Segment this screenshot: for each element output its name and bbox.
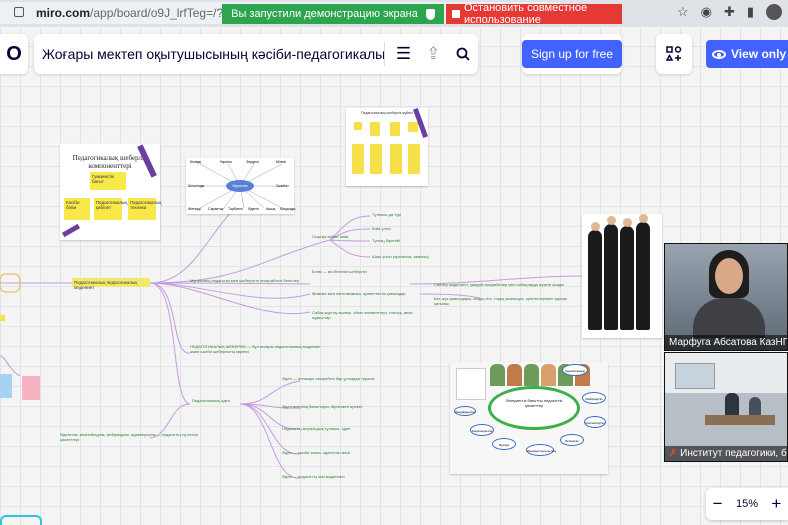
signup-container: Sign up for free	[521, 34, 623, 74]
branch-node[interactable]: Әдептілік, кішіпейілділік, мейірімділік,…	[60, 432, 199, 442]
sticky-note[interactable]	[22, 376, 40, 400]
branch-node[interactable]: Мұғалімнің педагогтік мен шеберлігін аны…	[190, 278, 300, 283]
participant-body	[693, 298, 765, 338]
export-icon[interactable]: ⇪	[426, 44, 441, 63]
participant-face	[715, 258, 743, 294]
branch-node[interactable]: Әдеп — кәсіби этика, әдептілік негізі	[282, 450, 351, 455]
divider	[383, 42, 385, 66]
branch-node[interactable]: Әдеп өнерінің бағыттары, бірлескен әреке…	[282, 404, 363, 409]
image-qualities-scheme[interactable]: Әлеуметтік бағытты педагогтік қасиеттер …	[450, 362, 608, 474]
mindmap-connectors	[0, 187, 586, 479]
branch-node[interactable]: Бет-жүз қимылдары, көздің тілі, тілдің ж…	[434, 296, 568, 306]
mic-muted-icon: ✗	[669, 448, 678, 459]
menu-icon[interactable]: ☰	[395, 44, 412, 63]
zoom-out-button[interactable]: −	[712, 494, 723, 513]
lock-icon	[14, 7, 24, 17]
sidebar-icon[interactable]: ▮	[746, 4, 754, 19]
url-path: /app/board/o9J_lrfTeg=/?m	[90, 6, 234, 20]
branch-node[interactable]: Педагогтің моральдық тұлғасы, әдеп	[282, 426, 351, 431]
branch-node[interactable]: Тұлғасы да түрі	[372, 212, 402, 217]
url-host: miro.com	[36, 6, 91, 20]
profile-avatar[interactable]	[766, 4, 782, 20]
participant-name: ✗ Институт педагогики, бизнес...	[665, 446, 787, 461]
branch-node[interactable]: ПЕДАГОГИКАЛЫҚ ШЕБЕРЛІК — бұл жоғары педа…	[190, 344, 321, 354]
card2-title: Педагогикалық шеберлік жүйесі	[361, 111, 413, 115]
stop-sharing-label: Остановить совместное использование	[464, 2, 588, 26]
puzzle-icon[interactable]: ✚	[723, 4, 735, 19]
branch-node[interactable]: Әдеп — педагогтің ішкі мәдениеті	[282, 474, 345, 479]
image-teachers[interactable]	[582, 214, 662, 338]
browser-extension-icons: ☆ ◉ ✚ ▮	[677, 4, 782, 20]
card-skill-system[interactable]: Педагогикалық шеберлік жүйесі	[346, 108, 428, 186]
branch-node[interactable]: Сөйлеу мәдениеті, қандай тәжірибелер мен…	[434, 282, 564, 287]
participant-video-1[interactable]: Марфуга Абсатова КазНПУ им...	[664, 243, 788, 351]
zoom-in-button[interactable]: +	[771, 494, 782, 513]
branch-node[interactable]: Мимика мен пантомимика, әрекеттестік қим…	[312, 291, 406, 296]
branch-node[interactable]: Сабақ жүргізу мәнері, ойын элементтері, …	[312, 310, 413, 320]
branch-node[interactable]: Киім үлгісі	[372, 226, 391, 231]
apps-button[interactable]	[656, 34, 692, 74]
board-header: Жоғары мектеп оқытушысының кәсіби-педаго…	[34, 34, 478, 74]
branch-node[interactable]: Түсінің бірегейі	[372, 238, 401, 243]
card1-box-2: Кәсіби білім	[64, 198, 90, 220]
branch-node[interactable]: Әдеп — алғашқы тәжірибесі бар ұстаздар т…	[282, 376, 375, 381]
card1-box-3: Педагогикалық қабілет	[94, 198, 127, 220]
miro-logo[interactable]: O	[0, 34, 28, 74]
branch-node[interactable]: Педагогикалық әдеп	[192, 398, 230, 403]
board-title[interactable]: Жоғары мектеп оқытушысының кәсіби-педаго…	[42, 46, 384, 62]
diagram-lines	[199, 163, 283, 209]
browser-toolbar: miro.com/app/board/o9J_lrfTeg=/?m Вы зап…	[0, 0, 788, 26]
stop-sharing-button[interactable]: Остановить совместное использование	[446, 2, 622, 26]
extension-icon[interactable]: ◉	[700, 4, 712, 19]
signup-button[interactable]: Sign up for free	[521, 40, 623, 68]
scheme-center: Әлеуметтік бағытты педагогтік қасиеттер	[505, 398, 563, 408]
center-node[interactable]: Педагогикалық педагогикалық мәдениет	[72, 278, 150, 290]
frames-panel-tab[interactable]	[0, 515, 42, 525]
screen-share-banner: Вы запустили демонстрацию экрана	[222, 4, 444, 24]
view-only-label: View only	[731, 47, 787, 61]
view-only-button[interactable]: View only	[706, 40, 788, 68]
branch-node[interactable]: Сыртқы кейіпі: киімі	[312, 234, 349, 239]
board-canvas[interactable]: Педагогикалық педагогикалық мәдениет Пед…	[0, 26, 788, 525]
diagram-center: Мұғалім	[232, 183, 248, 188]
search-icon[interactable]	[448, 39, 478, 69]
children-illustration	[456, 368, 486, 400]
branch-node[interactable]: Білім — өзі білгенін шеберлігі	[312, 269, 367, 274]
pencil-icon	[61, 223, 81, 238]
zoom-level: 15%	[735, 498, 758, 510]
sticky-note[interactable]	[0, 374, 12, 398]
branch-node[interactable]: Шаш үлгісі (прическа, заманы)	[372, 254, 429, 259]
card1-title: Педагогикалық шеберлік компоненттері	[72, 154, 148, 170]
card1-box-4: Педагогикалық техника	[128, 198, 161, 220]
eye-icon	[712, 49, 726, 59]
card1-box-1: Гуманистік бағыт	[90, 172, 126, 190]
participant-video-2[interactable]: ✗ Институт педагогики, бизнес...	[664, 352, 788, 462]
apps-icon	[666, 46, 682, 61]
card-skill-components[interactable]: Педагогикалық шеберлік компоненттері Гум…	[60, 144, 161, 240]
star-icon[interactable]: ☆	[676, 4, 689, 19]
card-teacher-diagram[interactable]: Мұғалім Білімді Ұқыпты Зерделі Мінезі Ше…	[186, 158, 295, 214]
zoom-controls: − 15% +	[706, 488, 788, 520]
share-banner-text: Вы запустили демонстрацию экрана	[231, 8, 418, 20]
shield-icon	[425, 8, 435, 20]
participant-name: Марфуга Абсатова КазНПУ им...	[665, 335, 787, 350]
stop-icon	[452, 10, 460, 18]
